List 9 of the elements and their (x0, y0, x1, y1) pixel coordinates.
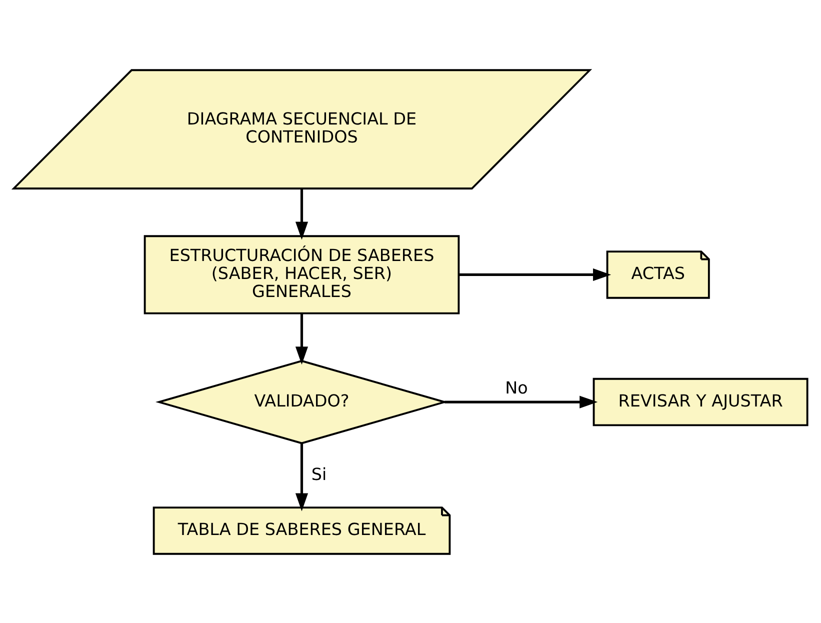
arrow (295, 188, 308, 240)
arrow (295, 312, 308, 364)
edge-label: Si (311, 463, 327, 484)
arrow (295, 442, 308, 511)
arrow (459, 268, 612, 280)
edge-label: No (505, 377, 528, 398)
node-box: REVISAR Y AJUSTAR (592, 377, 808, 426)
arrow (444, 395, 598, 408)
node-box: ESTRUCTURACIÓN DE SABERES (SABER, HACER, SER) GENERALES (144, 234, 460, 314)
